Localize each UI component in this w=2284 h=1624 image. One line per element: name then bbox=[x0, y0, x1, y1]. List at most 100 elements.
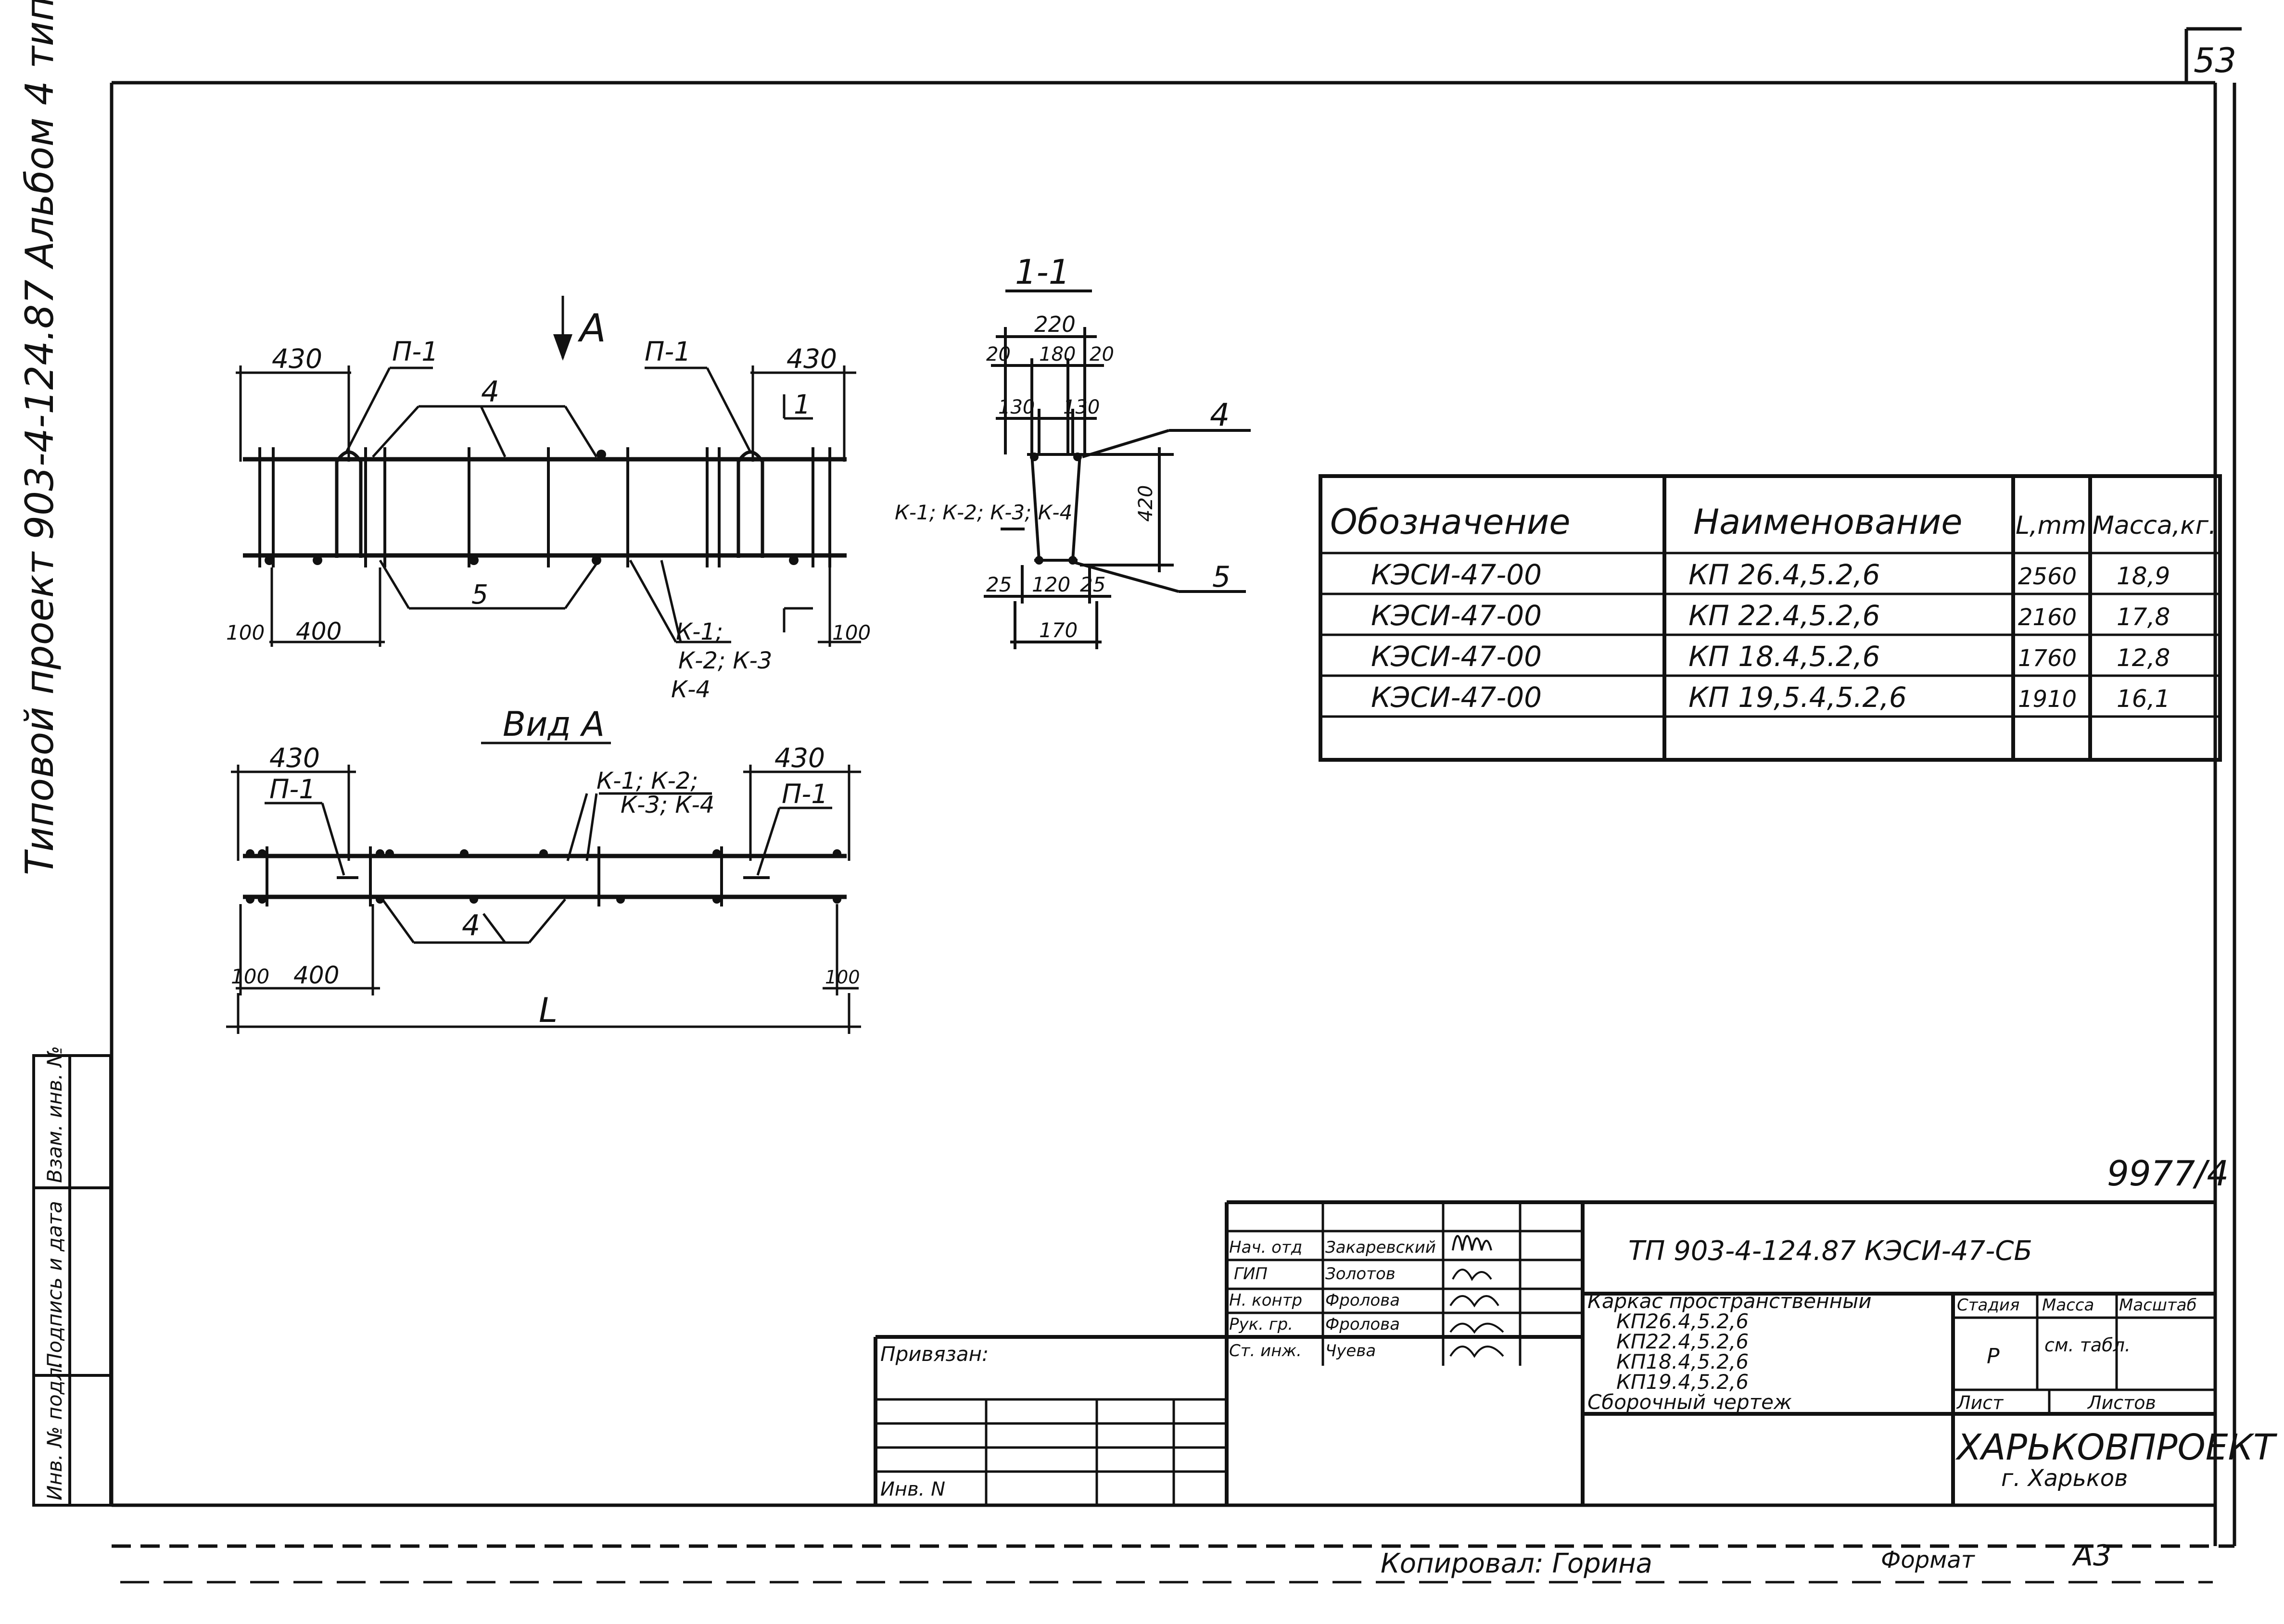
footer-format-label: Формат bbox=[1881, 1547, 1976, 1574]
spec-header-designation: Обозначение bbox=[1330, 502, 1571, 542]
spec-row-3-mass: 12,8 bbox=[2117, 644, 2170, 672]
front-ref-5: 5 bbox=[471, 579, 488, 610]
spec-header-name: Наименование bbox=[1693, 502, 1963, 542]
section-dim-a: 20 bbox=[986, 343, 1011, 365]
front-dim-right: 430 bbox=[787, 343, 837, 374]
view-a-bot-100-right: 100 bbox=[825, 967, 860, 988]
section-ref-4: 4 bbox=[1210, 397, 1230, 433]
section-1-1: 1-1 bbox=[895, 252, 1251, 649]
role-5-person: Чуева bbox=[1325, 1341, 1376, 1360]
org-city: г. Харьков bbox=[2001, 1465, 2128, 1492]
view-a-frames-2: К-3; К-4 bbox=[621, 792, 714, 818]
spec-row-2-name: КП 22.4,5.2,6 bbox=[1688, 599, 1880, 632]
front-dim-left: 430 bbox=[272, 343, 322, 374]
section-dim-b: 180 bbox=[1039, 343, 1076, 365]
spec-header-length: L,mm bbox=[2016, 511, 2086, 540]
binding-label: Привязан: bbox=[880, 1342, 989, 1366]
view-a-frames-1: К-1; К-2; bbox=[596, 768, 698, 794]
section-dim-f: 25 bbox=[986, 573, 1012, 596]
footer-format-value: А3 bbox=[2071, 1539, 2111, 1573]
view-a-crossbars bbox=[266, 846, 770, 906]
front-frames-3: К-4 bbox=[671, 676, 711, 703]
front-frames-1: К-1; bbox=[676, 618, 723, 645]
view-a-ref-4: 4 bbox=[462, 909, 480, 943]
spec-row-2-mass: 17,8 bbox=[2117, 603, 2170, 631]
section-dim-height: 420 bbox=[1135, 485, 1157, 522]
front-frames-2: К-2; К-3 bbox=[678, 647, 772, 674]
stamp-cell-inventory: Инв. № подл. bbox=[43, 1361, 66, 1500]
spec-row-4-name: КП 19,5.4,5.2,6 bbox=[1688, 681, 1907, 714]
title-desc-4: КП18.4,5.2,6 bbox=[1616, 1350, 1749, 1373]
role-3-title: Н. контр bbox=[1229, 1291, 1302, 1310]
title-doc-code: ТП 903-4-124.87 КЭСИ-47-СБ bbox=[1628, 1235, 2032, 1267]
spec-table: Обозначение Наименование L,mm Масса,кг. … bbox=[1319, 474, 2222, 762]
title-desc-3: КП22.4,5.2,6 bbox=[1616, 1330, 1749, 1353]
spec-row-2-length: 2160 bbox=[2018, 604, 2077, 631]
title-desc-5: КП19.4,5.2,6 bbox=[1616, 1370, 1749, 1394]
section-frames: К-1; К-2; К-3; К-4 bbox=[895, 501, 1072, 524]
front-cut-label: 1 bbox=[794, 389, 811, 420]
title-desc-1: Каркас пространственный bbox=[1587, 1289, 1872, 1313]
spec-row-1-name: КП 26.4,5.2,6 bbox=[1688, 558, 1880, 591]
front-ref-4: 4 bbox=[481, 375, 499, 409]
spec-row-3-name: КП 18.4,5.2,6 bbox=[1688, 640, 1880, 673]
side-title: Типовой проект 903-4-124.87 Альбом 4 тип… bbox=[17, 0, 62, 875]
stamp-cell-signature: Подпись и дата bbox=[43, 1201, 66, 1368]
view-a-dim-right: 430 bbox=[774, 743, 825, 773]
section-title: 1-1 bbox=[1015, 252, 1070, 292]
section-dim-g: 120 bbox=[1032, 573, 1070, 596]
signatures bbox=[1449, 1235, 1504, 1358]
role-1-person: Закаревский bbox=[1325, 1238, 1436, 1257]
left-stamp bbox=[32, 1054, 112, 1507]
front-p1-left: П-1 bbox=[392, 336, 438, 367]
front-view-crossbars bbox=[258, 447, 831, 567]
sheets-label: Листов bbox=[2087, 1392, 2156, 1413]
view-a-bot-400: 400 bbox=[293, 961, 339, 989]
footer-copied: Копировал: Горина bbox=[1381, 1548, 1652, 1579]
front-p1-right: П-1 bbox=[645, 336, 691, 367]
sheet-label: Лист bbox=[1956, 1392, 2004, 1413]
role-5-title: Ст. инж. bbox=[1229, 1341, 1302, 1360]
spec-row-1-mass: 18,9 bbox=[2117, 562, 2170, 590]
stage-value: Р bbox=[1987, 1344, 2000, 1369]
title-block: ТП 903-4-124.87 КЭСИ-47-СБ Нач. отд Зака… bbox=[874, 1200, 2278, 1505]
role-2-title: ГИП bbox=[1234, 1264, 1268, 1284]
mass-header: Масса bbox=[2042, 1296, 2094, 1315]
view-a-p1-left: П-1 bbox=[269, 774, 316, 805]
spec-row-1-designation: КЭСИ-47-00 bbox=[1371, 558, 1542, 591]
inventory-label: Инв. N bbox=[880, 1478, 945, 1500]
spec-row-3-length: 1760 bbox=[2018, 645, 2077, 672]
section-dim-top: 220 bbox=[1034, 312, 1076, 337]
front-view-dots bbox=[265, 450, 799, 565]
front-bot-400: 400 bbox=[296, 617, 342, 645]
org-name: ХАРЬКОВПРОЕКТ bbox=[1955, 1427, 2278, 1468]
front-bot-100-left: 100 bbox=[226, 621, 265, 644]
stage-header: Стадия bbox=[1957, 1296, 2019, 1315]
section-dim-e: 130 bbox=[1063, 396, 1100, 418]
role-4-person: Фролова bbox=[1325, 1315, 1400, 1334]
view-a-length: L bbox=[539, 991, 558, 1030]
view-a-p1-right: П-1 bbox=[782, 779, 828, 809]
section-dim-c: 20 bbox=[1090, 343, 1114, 365]
spec-row-4-mass: 16,1 bbox=[2117, 685, 2170, 713]
view-a: Вид А bbox=[226, 705, 861, 1034]
section-dim-bottom: 170 bbox=[1039, 618, 1078, 642]
spec-row-3-designation: КЭСИ-47-00 bbox=[1371, 640, 1542, 673]
view-a-dim-left: 430 bbox=[269, 743, 320, 773]
role-3-person: Фролова bbox=[1325, 1291, 1400, 1310]
front-bot-100-right: 100 bbox=[832, 621, 871, 644]
mass-value: см. табл. bbox=[2044, 1334, 2131, 1356]
section-dim-d: 130 bbox=[998, 396, 1035, 418]
page-number: 53 bbox=[2194, 41, 2236, 80]
sheet-code: 9977/4 bbox=[2107, 1153, 2229, 1194]
sheet-frame bbox=[110, 27, 2242, 1548]
scale-header: Масштаб bbox=[2119, 1296, 2197, 1315]
spec-header-mass: Масса,кг. bbox=[2093, 511, 2217, 540]
role-1-title: Нач. отд bbox=[1229, 1238, 1302, 1257]
section-ref-5: 5 bbox=[1212, 560, 1231, 594]
view-a-bot-100: 100 bbox=[231, 965, 269, 988]
front-arrow-label: А bbox=[577, 306, 606, 351]
spec-row-4-designation: КЭСИ-47-00 bbox=[1371, 681, 1542, 714]
spec-row-4-length: 1910 bbox=[2018, 686, 2077, 713]
